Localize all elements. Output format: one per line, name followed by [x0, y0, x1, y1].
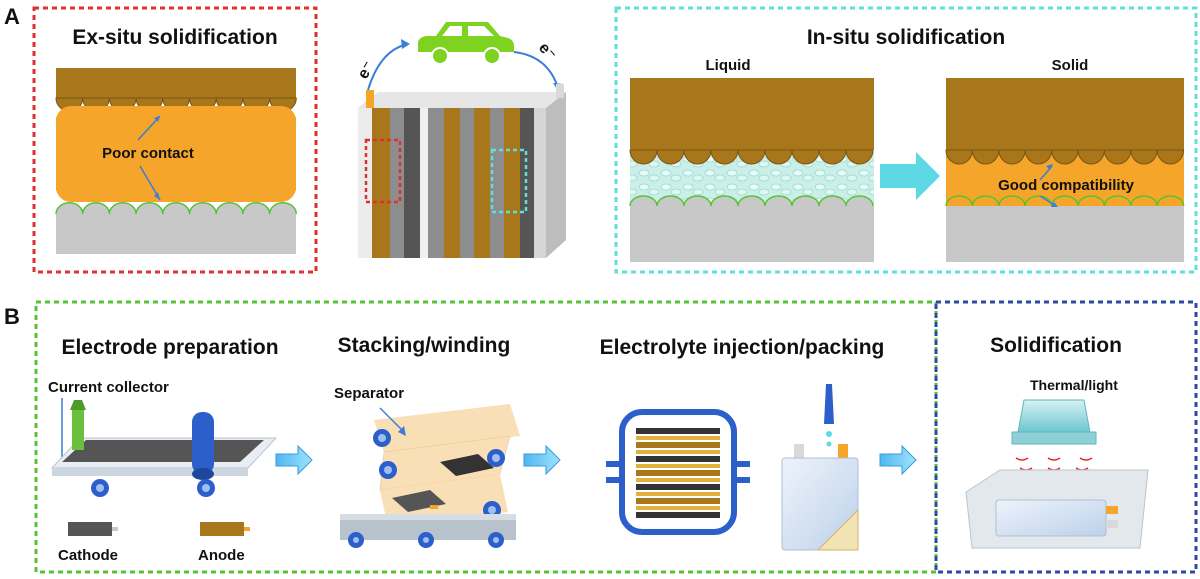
- ex-situ-title: Ex-situ solidification: [72, 26, 277, 49]
- ex-situ-bottom-scallops: [55, 201, 298, 215]
- battery-illustration: e⁻ e⁻: [355, 22, 566, 258]
- in-situ-title: In-situ solidification: [807, 26, 1005, 49]
- ex-situ-solid-electrolyte: [56, 106, 296, 202]
- process-arrow-2: [523, 444, 561, 476]
- ex-situ-bottom-electrode: [56, 214, 296, 254]
- solid-label: Solid: [1052, 57, 1089, 74]
- anode-label: Anode: [198, 547, 245, 564]
- anode-cell: [200, 522, 244, 536]
- solid-cell: Good compatibility: [945, 78, 1185, 262]
- battery-layers: [358, 92, 566, 258]
- cathode-cell: [68, 522, 112, 536]
- in-situ-border: [614, 6, 1198, 274]
- process-arrow-1: [275, 444, 313, 476]
- ex-situ-border: [32, 6, 318, 274]
- step-solidification: Solidification: [990, 334, 1122, 357]
- liquid-cell: [629, 78, 874, 262]
- solidified-pouch-cell: [995, 499, 1107, 537]
- solidification-illustration: Thermal/light: [965, 377, 1149, 549]
- poor-contact-label: Poor contact: [102, 145, 194, 162]
- good-compatibility-label: Good compatibility: [998, 177, 1134, 194]
- ex-situ-highlight: [364, 138, 402, 204]
- panel-a-label: A: [4, 4, 20, 29]
- panel-b-label: B: [4, 304, 20, 329]
- lamp-icon: [1017, 399, 1091, 433]
- coater-nozzle: [72, 410, 84, 450]
- separator-label: Separator: [334, 385, 404, 402]
- injection-needle: [824, 384, 834, 424]
- electrode-preparation-illustration: Current collector Cathode Anode: [48, 379, 278, 564]
- step-electrolyte-injection: Electrolyte injection/packing: [600, 336, 885, 359]
- in-situ-panel: In-situ solidification Liquid Solid Good…: [614, 6, 1198, 274]
- process-green-border: [34, 300, 938, 574]
- cathode-label: Cathode: [58, 547, 118, 564]
- battery-tab-left: [366, 90, 374, 108]
- process-blue-border: [934, 300, 1198, 574]
- thermal-light-label: Thermal/light: [1030, 377, 1118, 393]
- liquid-to-solid-arrow: [880, 152, 940, 200]
- car-icon: [418, 22, 514, 65]
- ex-situ-top-electrode: [56, 68, 296, 98]
- in-situ-highlight: [490, 148, 528, 214]
- electron-label-left: e⁻: [355, 58, 378, 82]
- electrode-sheet-1: [440, 454, 494, 476]
- stacking-winding-illustration: Separator: [334, 385, 520, 548]
- current-collector-label: Current collector: [48, 379, 169, 396]
- battery-tab-right: [556, 84, 564, 98]
- process-arrow-3: [879, 444, 917, 476]
- step-stacking-winding: Stacking/winding: [338, 334, 511, 357]
- electron-arrow-right: [513, 51, 559, 89]
- roller-top: [192, 412, 214, 474]
- ex-situ-panel: Ex-situ solidification Poor contact: [32, 6, 318, 274]
- step-electrode-preparation: Electrode preparation: [61, 336, 278, 359]
- electrolyte-injection-illustration: [606, 384, 859, 551]
- liquid-label: Liquid: [706, 57, 751, 74]
- conveyor-belt: [340, 518, 516, 540]
- battery-top: [358, 92, 566, 108]
- cell-stack-layers: [636, 428, 720, 518]
